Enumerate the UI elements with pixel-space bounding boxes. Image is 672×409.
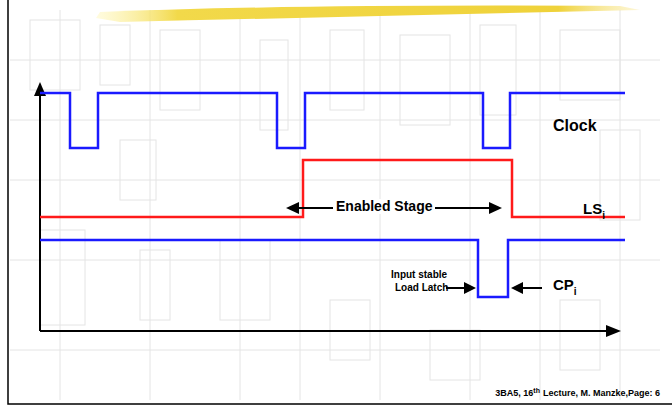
axes [34,82,621,337]
signal-name: LS [583,201,602,218]
annotation-text: Input stable [391,269,447,280]
label-group: Enabled Stage [333,199,435,214]
label-group: Load Latch [395,282,448,293]
footer-text: Lecture, M. Manzke,Page: 6 [543,389,660,399]
annotation-text: i [574,286,577,297]
brush-stroke [96,6,640,22]
footer-text: th [533,387,540,395]
label-group: CPi [553,277,577,294]
pulse-width-arrows [446,282,548,294]
annotation-text: i [602,210,605,221]
annotation-text: Enabled Stage [333,199,435,214]
signal-name: CP [553,277,574,294]
background-schematic [10,10,660,400]
annotation-text: Load Latch [395,282,448,293]
signal-name: Clock [553,117,597,135]
slide-frame [8,0,672,404]
label-group: Clock [553,117,597,135]
label-group: LSi [583,201,605,218]
cp-waveform [40,240,625,297]
clock-waveform [40,93,625,148]
footer-text: 3BA5, 16 [495,389,533,399]
ls-waveform [40,160,625,217]
label-group: 3BA5, 16thLecture, M. Manzke,Page: 6 [495,389,660,399]
label-group: Input stable [391,269,447,280]
